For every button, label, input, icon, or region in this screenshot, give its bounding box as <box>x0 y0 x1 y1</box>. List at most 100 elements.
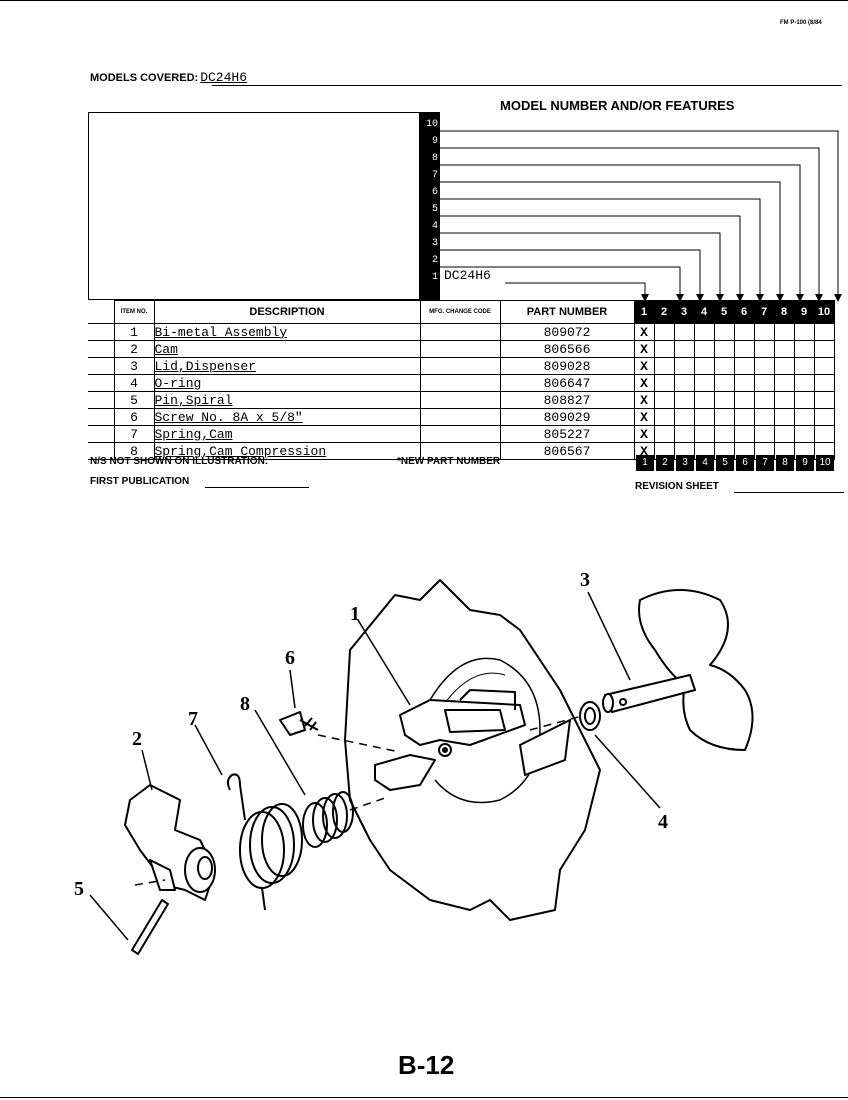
parts-table: ITEM NO. DESCRIPTION MFG. CHANGE CODE PA… <box>88 300 835 460</box>
model-num-8: 8 <box>431 153 438 164</box>
column-number: 4 <box>696 455 714 471</box>
model-num-3: 3 <box>431 238 438 249</box>
column-number: 10 <box>816 455 834 471</box>
item-number: 4 <box>113 374 155 392</box>
column-number: 6 <box>736 455 754 471</box>
model-mark: X <box>633 340 655 358</box>
column-number: 7 <box>756 455 774 471</box>
form-code: FM P-100 (8/84 <box>780 20 822 26</box>
column-number: 9 <box>796 455 814 471</box>
models-rule <box>212 85 842 86</box>
description-header: DESCRIPTION <box>153 300 421 324</box>
column-number: 10 <box>813 300 835 324</box>
table-row: 7 Spring,Cam 805227 X <box>88 425 835 443</box>
part-number: 806647 <box>499 374 635 392</box>
part-number: 809029 <box>499 408 635 426</box>
item-description: Spring,Cam Compression <box>153 442 421 460</box>
model-num-6: 6 <box>431 187 438 198</box>
table-header-row: ITEM NO. DESCRIPTION MFG. CHANGE CODE PA… <box>88 300 835 324</box>
item-number: 7 <box>113 425 155 443</box>
first-publication-label: FIRST PUBLICATION <box>90 476 190 487</box>
model-mark: X <box>633 323 655 341</box>
table-row: 8 Spring,Cam Compression 806567 X <box>88 442 835 460</box>
blank-header <box>88 300 115 324</box>
page-number: B-12 <box>398 1050 455 1080</box>
item-number: 1 <box>113 323 155 341</box>
column-number: 2 <box>656 455 674 471</box>
column-number: 3 <box>673 300 695 324</box>
column-number: 5 <box>713 300 735 324</box>
exploded-parts-diagram: 1 2 3 4 5 6 7 8 <box>74 569 754 955</box>
part-number: 808827 <box>499 391 635 409</box>
bottom-border <box>0 1097 848 1098</box>
table-row: 6 Screw No. 8A x 5/8" 809029 X <box>88 408 835 426</box>
table-row: 3 Lid,Dispenser 809028 X <box>88 357 835 375</box>
table-row: 2 Cam 806566 X <box>88 340 835 358</box>
model-features-title: MODEL NUMBER AND/OR FEATURES <box>500 98 735 113</box>
table-row: 4 O-ring 806647 X <box>88 374 835 392</box>
column-number: 4 <box>693 300 715 324</box>
callout-8: 8 <box>240 693 250 715</box>
table-row: 5 Pin,Spiral 808827 X <box>88 391 835 409</box>
model-num-7: 7 <box>431 170 438 181</box>
item-description: O-ring <box>153 374 421 392</box>
model-number-column: 10 9 8 7 6 5 4 3 2 1 <box>420 112 440 300</box>
callout-6: 6 <box>285 647 295 669</box>
column-number: 9 <box>793 300 815 324</box>
part-number: 805227 <box>499 425 635 443</box>
item-description: Cam <box>153 340 421 358</box>
column-number: 1 <box>633 300 655 324</box>
callout-7: 7 <box>188 708 198 730</box>
item-description: Spring,Cam <box>153 425 421 443</box>
model-leader-lines <box>440 130 842 302</box>
item-description: Pin,Spiral <box>153 391 421 409</box>
model-num-1: 1 <box>431 272 438 283</box>
callout-1: 1 <box>350 603 360 625</box>
part-number: 806566 <box>499 340 635 358</box>
revision-sheet-line <box>734 492 844 493</box>
first-publication-line <box>205 487 309 488</box>
column-number: 1 <box>636 455 654 471</box>
model-num-10: 10 <box>425 119 438 130</box>
model-num-9: 9 <box>431 136 438 147</box>
model-mark: X <box>633 374 655 392</box>
part-number: 806567 <box>499 442 635 460</box>
top-border <box>0 0 848 1</box>
mfg-change-code-header: MFG. CHANGE CODE <box>419 300 501 324</box>
cam-spring <box>226 773 303 911</box>
part-number: 809072 <box>499 323 635 341</box>
item-no-header: ITEM NO. <box>113 300 155 324</box>
column-number: 2 <box>653 300 675 324</box>
models-covered-label: MODELS COVERED: <box>90 72 199 84</box>
models-covered-value: DC24H6 <box>200 70 247 85</box>
model-mark: X <box>633 391 655 409</box>
part-number: 809028 <box>499 357 635 375</box>
column-number: 8 <box>776 455 794 471</box>
item-description: Lid,Dispenser <box>153 357 421 375</box>
callout-5: 5 <box>74 878 84 900</box>
o-ring <box>579 701 601 731</box>
dispenser-body <box>344 579 601 921</box>
callout-2: 2 <box>132 728 142 750</box>
screw <box>279 711 306 736</box>
spiral-pin <box>131 899 169 955</box>
new-part-note: *NEW PART NUMBER <box>397 456 501 467</box>
footer-column-numbers: 1 2 3 4 5 6 7 8 9 10 <box>636 455 836 471</box>
item-number: 8 <box>113 442 155 460</box>
item-description: Bi-metal Assembly <box>153 323 421 341</box>
column-number: 6 <box>733 300 755 324</box>
model-mark: X <box>633 357 655 375</box>
part-number-header: PART NUMBER <box>499 300 635 324</box>
table-row: 1 Bi-metal Assembly 809072 X <box>88 323 835 341</box>
model-mark: X <box>633 425 655 443</box>
item-number: 3 <box>113 357 155 375</box>
compression-spring <box>302 791 354 848</box>
model-num-5: 5 <box>431 204 438 215</box>
item-number: 5 <box>113 391 155 409</box>
not-shown-note: N/S NOT SHOWN ON ILLUSTRATION: <box>90 456 269 467</box>
item-number: 2 <box>113 340 155 358</box>
item-number: 6 <box>113 408 155 426</box>
item-description: Screw No. 8A x 5/8" <box>153 408 421 426</box>
callout-3: 3 <box>580 569 590 591</box>
column-number: 7 <box>753 300 775 324</box>
